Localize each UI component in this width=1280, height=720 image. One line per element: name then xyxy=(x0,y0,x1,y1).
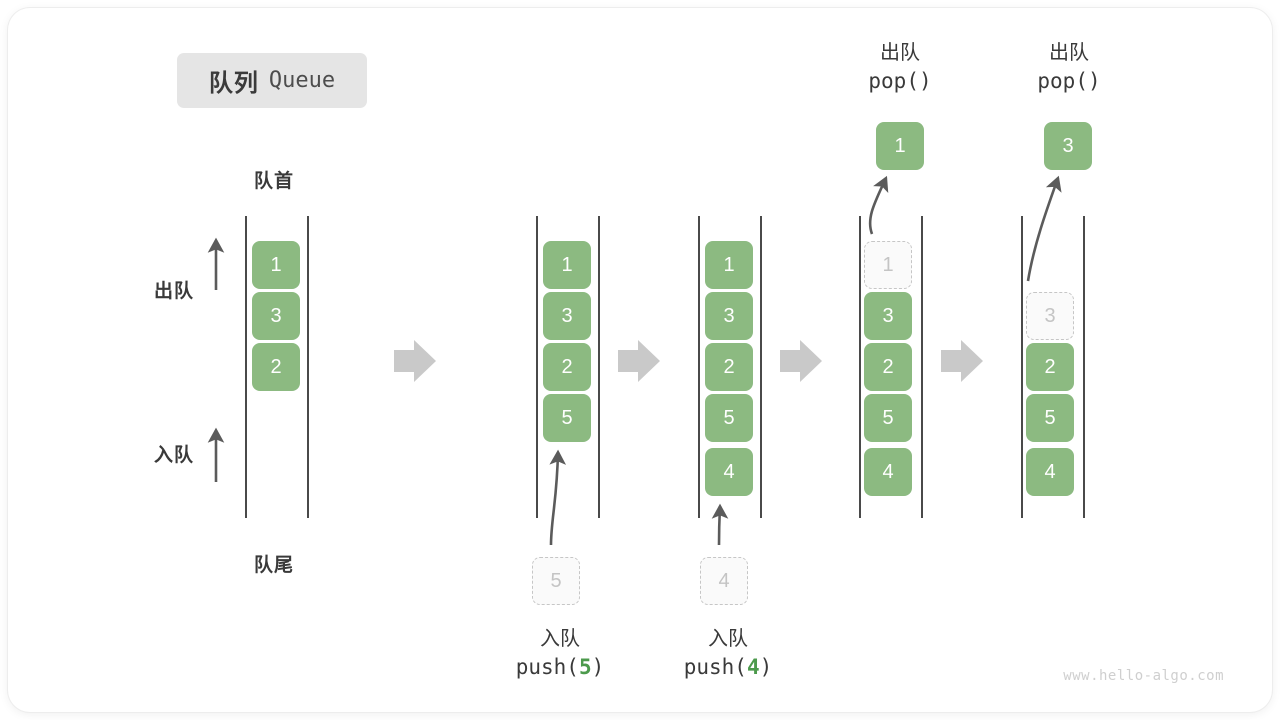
push-4-caption-code: push(4) xyxy=(683,655,773,679)
queue-cell: 1 xyxy=(705,241,753,289)
push-5-caption-cn: 入队 xyxy=(540,628,580,650)
pop-3-caption-cn: 出队 xyxy=(1049,42,1089,64)
queue-cell: 4 xyxy=(1026,448,1074,496)
push-4-caption-cn: 入队 xyxy=(708,628,748,650)
outgoing-cell: 1 xyxy=(876,122,924,170)
title-cn: 队列 xyxy=(208,70,259,97)
pop-1-caption-cn: 出队 xyxy=(880,42,920,64)
queue-cell: 2 xyxy=(1026,343,1074,391)
dequeue-side-label: 出队 xyxy=(154,281,195,302)
title-badge: 队列 Queue xyxy=(177,53,367,108)
queue-cell: 3 xyxy=(543,292,591,340)
push-4-caption: 入队 push(4) xyxy=(638,626,818,681)
queue-cell: 1 xyxy=(252,241,300,289)
push-5-caption-code: push(5) xyxy=(515,655,605,679)
queue-rail-left-1 xyxy=(245,216,247,518)
queue-head-label: 队首 xyxy=(253,171,294,192)
push-5-caption: 入队 push(5) xyxy=(470,626,650,681)
queue-cell: 3 xyxy=(252,292,300,340)
queue-rail-right-2 xyxy=(598,216,600,518)
queue-cell: 4 xyxy=(864,448,912,496)
pop-1-caption-code: pop() xyxy=(868,69,932,93)
queue-cell: 1 xyxy=(543,241,591,289)
queue-rail-right-5 xyxy=(1083,216,1085,518)
queue-cell: 2 xyxy=(864,343,912,391)
queue-cell: 5 xyxy=(705,394,753,442)
queue-rail-right-3 xyxy=(760,216,762,518)
incoming-cell: 4 xyxy=(700,557,748,605)
queue-rail-right-4 xyxy=(921,216,923,518)
queue-cell: 5 xyxy=(543,394,591,442)
queue-cell: 2 xyxy=(543,343,591,391)
queue-cell: 4 xyxy=(705,448,753,496)
diagram-canvas: 队列 Queue 队首 出队 入队 1 3 2 队尾 1 3 2 5 5 入队 … xyxy=(8,8,1272,712)
queue-rail-right-1 xyxy=(307,216,309,518)
pop-3-caption-code: pop() xyxy=(1037,69,1101,93)
queue-cell: 2 xyxy=(705,343,753,391)
queue-rail-left-2 xyxy=(536,216,538,518)
queue-rail-left-4 xyxy=(859,216,861,518)
queue-cell: 5 xyxy=(1026,394,1074,442)
queue-cell: 3 xyxy=(1026,292,1074,340)
queue-cell: 5 xyxy=(864,394,912,442)
queue-rail-left-5 xyxy=(1021,216,1023,518)
incoming-cell: 5 xyxy=(532,557,580,605)
queue-tail-label: 队尾 xyxy=(253,555,294,576)
queue-cell: 3 xyxy=(705,292,753,340)
queue-rail-left-3 xyxy=(698,216,700,518)
queue-cell: 3 xyxy=(864,292,912,340)
watermark: www.hello-algo.com xyxy=(1063,668,1224,684)
outgoing-cell: 3 xyxy=(1044,122,1092,170)
queue-cell: 2 xyxy=(252,343,300,391)
enqueue-side-label: 入队 xyxy=(154,445,195,466)
pop-1-caption: 出队 pop() xyxy=(810,40,990,95)
pop-3-caption: 出队 pop() xyxy=(979,40,1159,95)
queue-cell: 1 xyxy=(864,241,912,289)
title-en: Queue xyxy=(268,68,336,93)
